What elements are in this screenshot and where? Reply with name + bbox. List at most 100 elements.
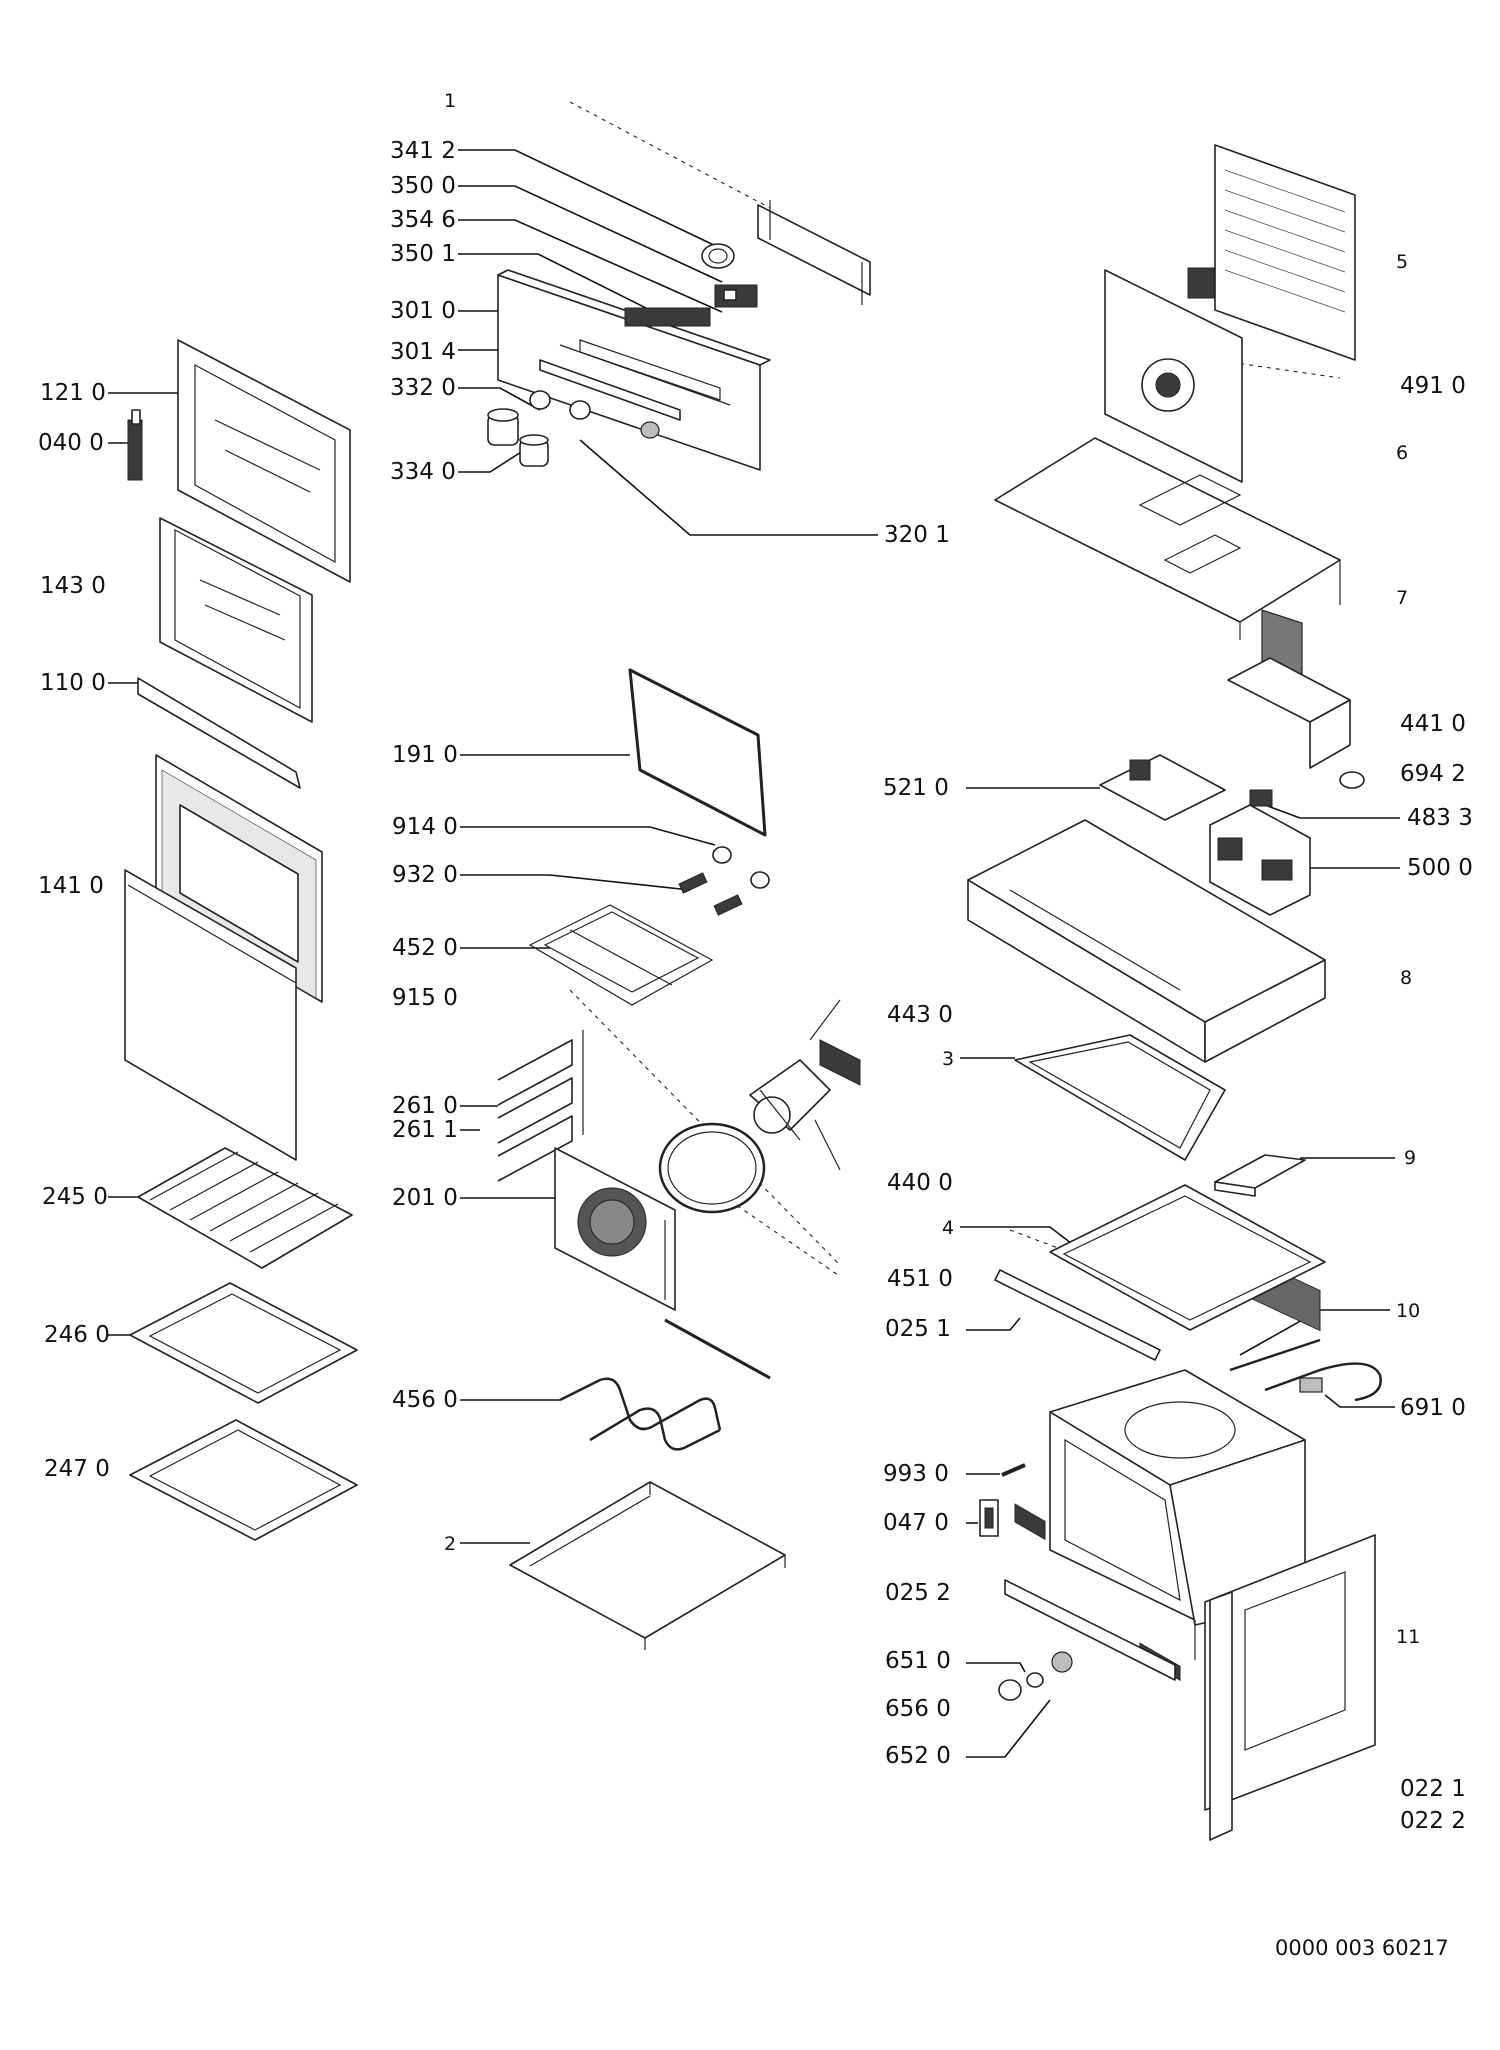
label-9: 9 xyxy=(1404,1147,1416,1169)
label-350-0: 350 0 xyxy=(390,173,456,199)
label-143-0: 143 0 xyxy=(40,573,106,599)
label-491-0: 491 0 xyxy=(1400,373,1466,399)
housing-assembly xyxy=(967,144,1382,1841)
label-441-0: 441 0 xyxy=(1400,711,1466,737)
label-456-0: 456 0 xyxy=(392,1387,458,1413)
label-656-0: 656 0 xyxy=(885,1696,951,1722)
bracket-047-0 xyxy=(979,1499,999,1537)
rail-452-0 xyxy=(528,904,714,1006)
timer-354-6 xyxy=(714,284,758,308)
label-022-1: 022 1 xyxy=(1400,1776,1466,1802)
label-691-0: 691 0 xyxy=(1400,1395,1466,1421)
label-025-2: 025 2 xyxy=(885,1580,951,1606)
label-110-0: 110 0 xyxy=(40,670,106,696)
fan-443-0 xyxy=(749,999,861,1171)
label-10: 10 xyxy=(1396,1300,1420,1322)
label-047-0: 047 0 xyxy=(883,1510,949,1536)
label-334-0: 334 0 xyxy=(390,459,456,485)
label-451-0: 451 0 xyxy=(887,1266,953,1292)
support-frame-3 xyxy=(1014,1034,1226,1161)
trim-110-0 xyxy=(137,677,301,789)
fitting-993-0 xyxy=(1001,1463,1026,1477)
label-500-0: 500 0 xyxy=(1407,855,1473,881)
hinge-040-0 xyxy=(127,409,143,481)
label-191-0: 191 0 xyxy=(392,742,458,768)
element-456-0 xyxy=(559,1318,771,1451)
leader-lines xyxy=(108,101,1400,1758)
heater-ring-440-0 xyxy=(658,1122,766,1214)
rail-451-0 xyxy=(994,1269,1161,1361)
label-121-0: 121 0 xyxy=(40,380,106,406)
label-521-0: 521 0 xyxy=(883,775,949,801)
label-440-0: 440 0 xyxy=(887,1170,953,1196)
label-1: 1 xyxy=(444,90,456,112)
label-8: 8 xyxy=(1400,967,1412,989)
label-301-0: 301 0 xyxy=(390,298,456,324)
rail-025-2 xyxy=(1004,1579,1176,1681)
board-500-0 xyxy=(1209,804,1311,916)
label-025-1: 025 1 xyxy=(885,1316,951,1342)
label-483-3: 483 3 xyxy=(1407,805,1473,831)
module-521-0 xyxy=(1099,754,1226,821)
label-350-1: 350 1 xyxy=(390,241,456,267)
front-frame-022 xyxy=(1204,1534,1376,1841)
label-914-0: 914 0 xyxy=(392,814,458,840)
inner-glass-143-0 xyxy=(159,517,313,723)
lamp-914-0 xyxy=(712,846,770,889)
label-11: 11 xyxy=(1396,1626,1420,1648)
grill-rack-245-0 xyxy=(137,1147,353,1269)
tray-247-0 xyxy=(129,1419,358,1541)
chassis-8 xyxy=(967,819,1326,1682)
label-993-0: 993 0 xyxy=(883,1461,949,1487)
springs-932-0 xyxy=(678,872,743,916)
label-452-0: 452 0 xyxy=(392,935,458,961)
label-5: 5 xyxy=(1396,251,1408,273)
strip-10 xyxy=(1229,1338,1321,1372)
label-332-0: 332 0 xyxy=(390,375,456,401)
label-354-6: 354 6 xyxy=(390,207,456,233)
label-141-0: 141 0 xyxy=(38,873,104,899)
bracket-341-2 xyxy=(757,200,871,305)
label-4: 4 xyxy=(942,1217,954,1239)
label-651-0: 651 0 xyxy=(885,1648,951,1674)
label-320-1: 320 1 xyxy=(884,522,950,548)
label-040-0: 040 0 xyxy=(38,430,104,456)
lamp-parts-65x xyxy=(998,1651,1073,1701)
door-outer-121-0 xyxy=(177,339,351,583)
base-plate-4 xyxy=(1049,1184,1326,1331)
knob-350-0 xyxy=(701,243,735,269)
label-443-0: 443 0 xyxy=(887,1002,953,1028)
back-panel-5 xyxy=(1214,144,1356,684)
label-6: 6 xyxy=(1396,442,1408,464)
label-245-0: 245 0 xyxy=(42,1184,108,1210)
label-7: 7 xyxy=(1396,587,1408,609)
side-runners-261 xyxy=(497,1030,584,1182)
document-code: 0000 003 60217 xyxy=(1275,1936,1449,1960)
door-assembly xyxy=(124,339,351,1161)
tray-246-0 xyxy=(129,1282,358,1404)
knobs-332-0 xyxy=(529,390,660,439)
part-labels: 1 341 2 350 0 354 6 350 1 301 0 301 4 33… xyxy=(38,90,1473,1960)
label-201-0: 201 0 xyxy=(392,1185,458,1211)
plug-694-2 xyxy=(1339,771,1365,789)
accessories-left xyxy=(129,1147,358,1541)
control-panel-assembly xyxy=(487,200,871,471)
label-3: 3 xyxy=(942,1048,954,1070)
label-301-4: 301 4 xyxy=(390,339,456,365)
label-261-0: 261 0 xyxy=(392,1093,458,1119)
cavity-internals xyxy=(497,668,861,1650)
label-261-1: 261 1 xyxy=(392,1117,458,1143)
knobs-334-0 xyxy=(487,408,549,467)
label-246-0: 246 0 xyxy=(44,1322,110,1348)
label-652-0: 652 0 xyxy=(885,1743,951,1769)
fascia-301-4 xyxy=(539,359,681,421)
label-694-2: 694 2 xyxy=(1400,761,1466,787)
door-liner-141-0 xyxy=(124,754,323,1161)
bottom-plate-2 xyxy=(509,1481,786,1650)
seal-191-0 xyxy=(628,668,767,837)
cover-9 xyxy=(1214,1154,1306,1197)
fan-cover-201-0 xyxy=(554,1147,676,1311)
label-915-0: 915 0 xyxy=(392,985,458,1011)
switch-483-3 xyxy=(1249,789,1273,807)
